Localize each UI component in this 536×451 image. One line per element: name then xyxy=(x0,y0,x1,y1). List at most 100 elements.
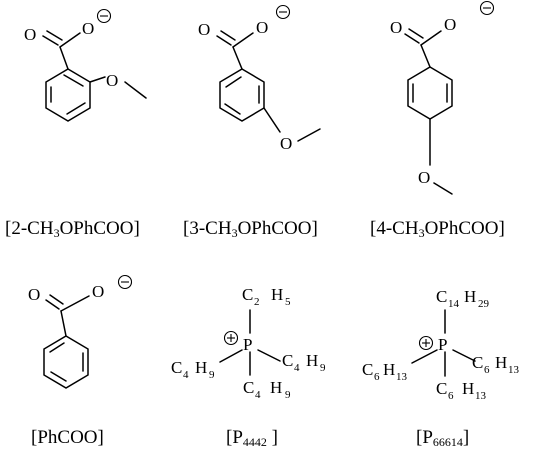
carbonyl-double-bond xyxy=(404,33,420,44)
svg-text:13: 13 xyxy=(396,371,408,383)
svg-text:4: 4 xyxy=(294,362,300,374)
caption-2-methoxybenzoate: [2-CH3OPhCOO] xyxy=(5,218,140,240)
aromatic-inner-bond xyxy=(49,342,65,353)
carbonyl-oxygen-label: O xyxy=(24,25,36,44)
aromatic-inner-bond xyxy=(66,102,86,115)
tetradecyl-group-label: C 14 H 29 xyxy=(436,287,490,310)
svg-text:H: H xyxy=(306,351,318,370)
svg-text:H: H xyxy=(270,378,282,397)
structure-4-methoxybenzoate: O O O xyxy=(390,0,495,195)
caption-p4442: [P4442 ] xyxy=(226,427,278,449)
structure-benzoate: O O xyxy=(28,274,133,389)
svg-text:4: 4 xyxy=(183,369,189,381)
svg-text:C: C xyxy=(362,360,373,379)
svg-text:9: 9 xyxy=(320,362,326,374)
phosphorus-label: P xyxy=(243,335,252,354)
carbonyl-oxygen-label: O xyxy=(390,18,402,37)
phosphorus-label: P xyxy=(438,335,447,354)
ring-to-carboxyl-bond xyxy=(59,46,69,70)
svg-text:H: H xyxy=(495,353,507,372)
carboxylate-oxygen-label: O xyxy=(82,19,94,38)
svg-text:9: 9 xyxy=(209,369,215,381)
ethyl-group-label: C 2 H 5 xyxy=(242,285,291,308)
svg-text:H: H xyxy=(464,287,476,306)
carbonyl-oxygen-label: O xyxy=(28,285,40,304)
benzene-ring xyxy=(43,335,89,389)
ring-to-carboxyl-bond xyxy=(60,310,67,337)
svg-text:C: C xyxy=(436,287,447,306)
p-to-hexyl-bond xyxy=(411,349,438,364)
carboxylate-single-bond xyxy=(232,32,254,48)
carbonyl-double-bond xyxy=(45,299,60,310)
benzene-ring xyxy=(219,68,265,122)
svg-text:14: 14 xyxy=(448,298,460,310)
carbonyl-oxygen-label: O xyxy=(198,20,210,39)
carbonyl-double-bond xyxy=(220,30,236,41)
svg-text:C: C xyxy=(282,351,293,370)
p-to-hexyl-bond xyxy=(452,349,476,362)
butyl-group-label: C 4 H 9 xyxy=(171,358,215,381)
svg-text:C: C xyxy=(472,353,483,372)
hexyl-group-label: C 6 H 13 xyxy=(362,360,408,383)
svg-text:6: 6 xyxy=(484,364,490,376)
svg-text:13: 13 xyxy=(508,364,520,376)
svg-text:H: H xyxy=(271,285,283,304)
hexyl-group-label: C 6 H 13 xyxy=(436,379,487,402)
hexyl-group-label: C 6 H 13 xyxy=(472,353,520,376)
carboxylate-single-bond xyxy=(420,30,442,46)
aromatic-inner-bond xyxy=(50,371,67,382)
structure-3-methoxybenzoate: O O O xyxy=(198,4,321,153)
butyl-group-label: C 4 H 9 xyxy=(282,351,326,374)
carbonyl-double-bond xyxy=(408,28,424,39)
svg-text:H: H xyxy=(462,379,474,398)
carbonyl-double-bond xyxy=(42,35,59,46)
structure-p4442-cation: P C 2 H 5 C 4 H 9 C 4 H 9 C 4 xyxy=(171,285,326,401)
carbonyl-double-bond xyxy=(49,294,64,305)
negative-charge-icon xyxy=(117,274,133,290)
svg-text:9: 9 xyxy=(285,389,291,401)
svg-text:13: 13 xyxy=(475,390,487,402)
methyl-bond xyxy=(297,128,321,142)
p-to-butyl-bond xyxy=(219,349,243,363)
svg-text:C: C xyxy=(436,379,447,398)
positive-charge-icon xyxy=(223,330,239,346)
butyl-group-label: C 4 H 9 xyxy=(243,378,291,401)
carboxylate-single-bond xyxy=(60,295,90,312)
carboxylate-oxygen-label: O xyxy=(256,18,268,37)
svg-text:29: 29 xyxy=(478,298,490,310)
svg-text:6: 6 xyxy=(374,371,380,383)
svg-text:H: H xyxy=(195,358,207,377)
caption-3-methoxybenzoate: [3-CH3OPhCOO] xyxy=(183,218,318,240)
svg-text:6: 6 xyxy=(448,390,454,402)
methoxy-bond xyxy=(263,107,281,133)
carboxylate-single-bond xyxy=(59,32,81,48)
caption-4-methoxybenzoate: [4-CH3OPhCOO] xyxy=(370,218,505,240)
negative-charge-icon xyxy=(275,4,291,20)
svg-text:4: 4 xyxy=(255,389,261,401)
methoxy-oxygen-label: O xyxy=(106,71,118,90)
aromatic-inner-bond xyxy=(224,103,241,115)
caption-p66614: [P66614] xyxy=(416,427,470,449)
p-to-butyl-bond xyxy=(257,349,281,362)
negative-charge-icon xyxy=(96,8,112,24)
methyl-bond xyxy=(124,81,147,99)
carboxylate-oxygen-label: O xyxy=(92,282,104,301)
carbonyl-double-bond xyxy=(216,35,232,46)
positive-charge-icon xyxy=(418,335,434,351)
svg-text:C: C xyxy=(242,285,253,304)
svg-text:C: C xyxy=(171,358,182,377)
structure-2-methoxybenzoate: O O O xyxy=(24,8,147,122)
structure-p66614-cation: P C 14 H 29 C 6 H 13 C 6 H 13 C xyxy=(362,287,520,402)
svg-text:H: H xyxy=(383,360,395,379)
aromatic-inner-bond xyxy=(63,74,84,87)
negative-charge-icon xyxy=(479,0,495,16)
benzene-ring xyxy=(407,66,453,120)
svg-text:5: 5 xyxy=(285,296,291,308)
carboxylate-oxygen-label: O xyxy=(444,15,456,34)
ring-to-carboxyl-bond xyxy=(232,46,243,70)
ring-to-carboxyl-bond xyxy=(420,44,431,68)
aromatic-inner-bond xyxy=(225,76,242,88)
svg-text:C: C xyxy=(243,378,254,397)
